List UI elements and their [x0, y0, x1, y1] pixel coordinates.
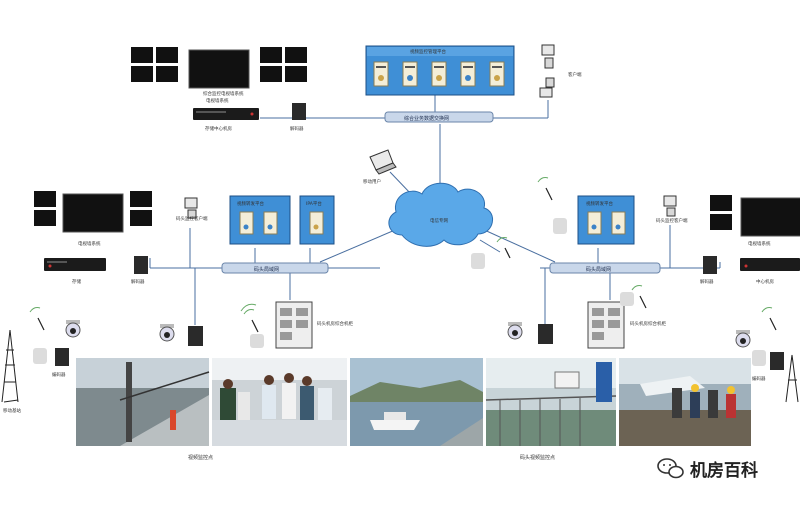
center-client-label: 客户端 — [568, 71, 582, 78]
server-icon — [309, 211, 324, 235]
left-client-label: 码头监控客户端 — [176, 215, 208, 222]
cloud-label: 电信专网 — [430, 217, 448, 224]
watermark-text: 机房百科 — [690, 460, 758, 481]
right-cabinet-label: 码头机房综合机柜 — [630, 320, 666, 327]
left-cabinet-label: 码头机房综合机柜 — [317, 320, 353, 327]
left-decoder-label: 解码器 — [131, 278, 145, 285]
encoder-box — [770, 352, 784, 370]
right-encoder-label: 编码器 — [752, 375, 766, 382]
right-decoder-label: 解码器 — [700, 278, 714, 285]
photo-strip — [76, 358, 751, 446]
left-ipa-title: IPA平台 — [306, 200, 322, 207]
dome-camera-icon — [735, 330, 751, 348]
wechat-icon — [657, 458, 684, 479]
server-icon — [239, 211, 254, 235]
left-nvr-label: 存储 — [72, 278, 81, 285]
right-photo-caption: 码头视频监控点 — [520, 454, 555, 461]
access-point-icon — [250, 334, 264, 348]
right-bus — [549, 262, 661, 274]
server-icon — [587, 211, 602, 235]
left-cabinet — [275, 301, 313, 349]
left-ipa-panel — [299, 195, 335, 245]
access-point-icon — [553, 218, 567, 234]
left-encoder-label: 编码器 — [52, 371, 66, 378]
right-wireless-icons — [471, 177, 777, 366]
left-wireless-icons — [29, 303, 264, 364]
right-nvr — [740, 258, 800, 271]
cell-tower-icon — [785, 354, 799, 403]
dome-camera-icon — [159, 324, 175, 342]
right-platform-panel — [577, 195, 635, 245]
laptop-icon — [369, 149, 397, 175]
photo-inspection-crowd — [212, 358, 347, 446]
center-platform-title: 视频监控管理平台 — [410, 48, 446, 55]
dome-camera-icon — [507, 322, 523, 340]
right-cabinet — [587, 301, 625, 349]
access-point-icon — [752, 350, 766, 366]
right-center-label: 中心机房 — [756, 278, 774, 285]
center-wall-label2: 电视墙系统 — [206, 97, 229, 104]
server-icon — [611, 211, 626, 235]
center-bus — [384, 111, 494, 123]
right-platform-title: 视频转发平台 — [586, 200, 613, 207]
left-cameras — [55, 320, 203, 366]
access-point-icon — [33, 348, 47, 364]
right-bus-label: 码头局域网 — [586, 266, 611, 273]
photo-workers-dock — [619, 358, 751, 446]
left-platform-title: 视频转发平台 — [237, 200, 264, 207]
center-bus-label: 综合业务数据交换网 — [404, 115, 449, 122]
server-icon — [431, 61, 447, 87]
wireless-antenna-icon — [761, 307, 777, 331]
left-platform-servers — [239, 211, 278, 235]
cloud-icon — [388, 182, 493, 247]
server-icon — [263, 211, 278, 235]
server-icon — [402, 61, 418, 87]
server-icon — [489, 61, 505, 87]
center-recorder — [193, 108, 259, 120]
tower-label: 移动基站 — [3, 407, 21, 414]
encoder-box — [55, 348, 69, 366]
mobile-user-label: 移动用户 — [363, 178, 381, 185]
access-point-icon — [620, 292, 634, 306]
left-client-pc-icon — [184, 197, 198, 219]
center-decoder — [292, 103, 306, 120]
left-decoder — [134, 256, 148, 274]
wireless-antenna-icon — [631, 285, 647, 309]
server-icon — [460, 61, 476, 87]
center-recorder-label: 存储中心机房 — [205, 125, 232, 132]
center-decoder-label: 解码器 — [290, 125, 304, 132]
left-wall-label: 电视墙系统 — [78, 240, 101, 247]
encoder-box — [188, 326, 203, 346]
left-photo-caption: 视频监控点 — [188, 454, 213, 461]
wireless-antenna-icon — [496, 237, 511, 259]
right-cameras — [507, 322, 784, 370]
center-video-wall — [131, 47, 307, 89]
center-client-pc-icon — [539, 44, 555, 98]
right-client-label: 码头监控客户端 — [656, 217, 688, 224]
left-video-wall — [34, 191, 152, 233]
left-bus-label: 码头局域网 — [254, 266, 279, 273]
dome-camera-icon — [65, 320, 81, 338]
encoder-box — [538, 324, 553, 344]
right-decoder — [703, 256, 717, 274]
right-video-wall — [710, 195, 800, 237]
left-bus — [221, 262, 329, 274]
left-nvr — [44, 258, 106, 271]
wireless-antenna-icon — [240, 303, 259, 333]
photo-harbor-boat — [350, 358, 483, 446]
cell-tower-icon — [1, 329, 19, 403]
photo-dock-walkway — [76, 358, 210, 446]
server-icon — [373, 61, 389, 87]
center-wall-label: 综合监控电视墙系统 — [203, 90, 244, 97]
right-wall-label: 电视墙系统 — [748, 240, 771, 247]
wireless-antenna-icon — [29, 307, 45, 331]
server-icons — [373, 61, 505, 87]
photo-terminal-fence — [485, 358, 617, 446]
access-point-icon — [471, 253, 485, 269]
right-client-pc-icon — [663, 195, 677, 217]
wireless-antenna-icon — [537, 177, 553, 201]
